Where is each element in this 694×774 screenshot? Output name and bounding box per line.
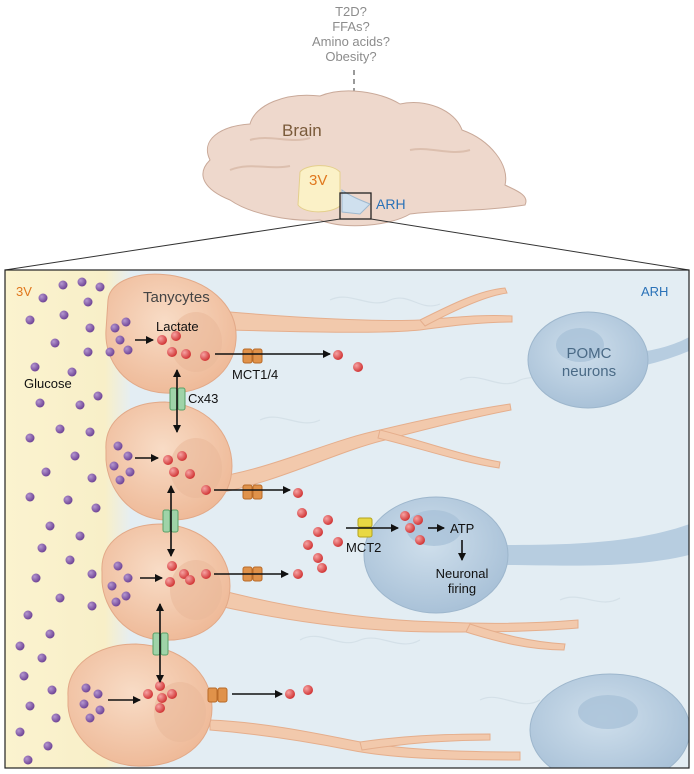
panel-3v-label: 3V bbox=[16, 284, 32, 299]
mct2-label: MCT2 bbox=[346, 540, 381, 555]
panel-arh-label: ARH bbox=[641, 284, 668, 299]
pomc-label-line2: neurons bbox=[562, 363, 616, 380]
brain-illustration bbox=[202, 90, 527, 227]
zoom-panel: 3V ARH Tanycytes Lactate Glucose Cx43 MC… bbox=[5, 270, 689, 768]
pomc-neuron-top bbox=[527, 311, 689, 409]
zoom-panel-border bbox=[4, 269, 690, 769]
atp-label: ATP bbox=[450, 521, 474, 536]
tanycyte-4 bbox=[67, 643, 213, 767]
cx43-label: Cx43 bbox=[188, 391, 218, 406]
zoom-line-right bbox=[370, 218, 690, 271]
mct2-transporter bbox=[357, 517, 373, 538]
glucose-label: Glucose bbox=[24, 376, 72, 391]
neuronal-firing-label-line1: Neuronal bbox=[436, 566, 489, 581]
brain-3v-label: 3V bbox=[309, 172, 327, 189]
flux-arrows bbox=[108, 336, 466, 704]
pomc-label-line1: POMC bbox=[567, 345, 612, 362]
zoom-line-left bbox=[4, 218, 341, 271]
factor-ffas: FFAs? bbox=[332, 19, 370, 34]
brain-arh-label: ARH bbox=[376, 196, 406, 212]
brain-label: Brain bbox=[282, 121, 322, 140]
tanycytes-label: Tanycytes bbox=[143, 289, 210, 306]
glucose-molecules bbox=[15, 277, 135, 765]
factor-obesity: Obesity? bbox=[325, 49, 376, 64]
lactate-label: Lactate bbox=[156, 319, 199, 334]
factor-t2d: T2D? bbox=[335, 4, 367, 19]
neuronal-firing-label-line2: firing bbox=[448, 581, 476, 596]
pomc-neuron-bottom bbox=[529, 673, 689, 768]
risk-factors: T2D? FFAs? Amino acids? Obesity? bbox=[312, 4, 390, 64]
zoom-box bbox=[339, 192, 372, 220]
factor-amino-acids: Amino acids? bbox=[312, 34, 390, 49]
mct1-4-label: MCT1/4 bbox=[232, 367, 278, 382]
lactate-molecules bbox=[143, 331, 425, 713]
